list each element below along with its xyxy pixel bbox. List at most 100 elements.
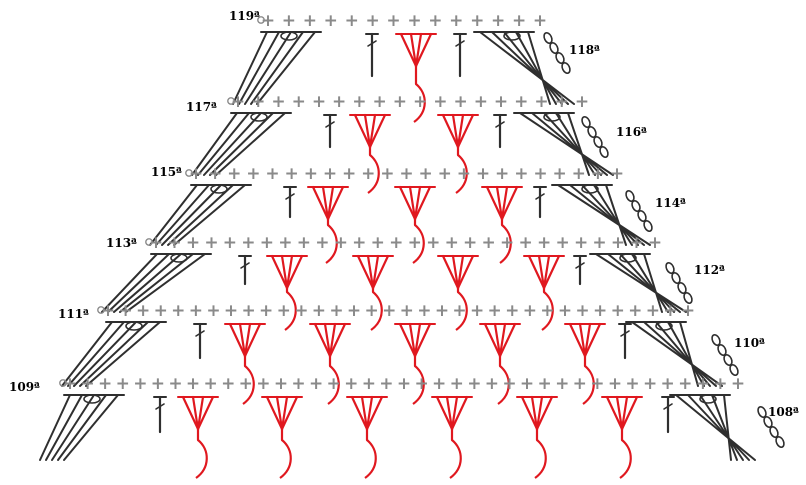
red-fan-hook [455,154,468,194]
treble-stitch [567,112,590,176]
treble-stitch [125,253,206,313]
treble-stitch [85,321,161,387]
sc-stitch: + [389,233,403,253]
treble-stitch [209,112,274,176]
sc-stitch: + [365,301,379,321]
chain-stitch [549,42,559,54]
red-fan-arm [535,395,544,431]
treble-stitch [479,31,575,105]
red-fan-arm [605,395,624,431]
sc-stitch: + [397,374,411,394]
red-fan-arm [441,113,460,149]
sc-stitch: + [246,164,260,184]
sc-stitch: + [538,374,552,394]
sc-stitch: + [221,374,235,394]
red-fan-arm [365,395,374,431]
treble-stitch [215,112,286,176]
sc-stitch: + [591,164,605,184]
sc-stitch: + [523,301,537,321]
red-fan-arm [408,185,417,221]
treble-slash [155,403,165,410]
treble-stitch [679,321,699,387]
red-fan-arm [409,32,418,68]
red-fan-arm [568,322,587,358]
sc-stitch: + [168,374,182,394]
chain-stitch [593,136,603,148]
sc-stitch: + [450,374,464,394]
treble-stitch [256,31,316,105]
sc-stitch: + [555,374,569,394]
treble-stitch [238,31,280,105]
treble-stitch [593,184,633,246]
treble-slash [535,193,545,200]
row-label-119: 119ª [229,9,260,23]
red-fan-arm [456,254,465,290]
sc-stitch: + [186,233,200,253]
red-fan-hook [412,365,425,405]
chain-stitch [723,354,733,366]
red-fan-arm [326,185,345,221]
treble-stitch [607,253,681,313]
sc-stitch: + [470,11,484,31]
sc-stitch: + [304,164,318,184]
sc-stitch: + [260,233,274,253]
red-fan-hook [582,365,595,405]
red-fan-arm [450,395,459,431]
chain-stitch-group [543,32,785,448]
sc-stitch: + [661,374,675,394]
red-fan-arm [265,395,284,431]
treble-stitch [232,31,268,105]
red-fan-arm [485,185,504,221]
sc-stitch: + [277,301,291,321]
red-fan-hook [242,365,255,405]
sc-stitch: + [362,374,376,394]
sc-stitch: + [261,11,275,31]
treble-stitch [619,253,675,313]
treble-stitch [51,394,95,461]
row-label-116: 116ª [616,125,647,139]
sc-stitch: + [417,301,431,321]
sc-stitch: + [419,164,433,184]
red-fan-hook [497,365,510,405]
red-fan-arm [238,322,247,358]
treble-stitch [555,112,596,176]
treble-stitch [631,253,669,313]
sc-stitch: + [494,92,508,112]
treble-stitch [655,321,711,387]
red-fan-hook [367,154,380,194]
red-fan-arm [620,395,639,431]
sc-stitch: + [646,301,660,321]
sc-stitch: + [231,92,245,112]
sc-stitch: + [171,301,185,321]
red-fan-hook [370,291,383,331]
red-fan-hook [455,291,468,331]
treble-slash [455,40,465,47]
sc-stitch: + [393,92,407,112]
sc-stitch: + [80,374,94,394]
chain-stitch [561,62,571,74]
sc-stitch: + [323,164,337,184]
sc-stitch: + [223,233,237,253]
treble-stitch [73,321,137,387]
treble-stitch [203,112,262,176]
row-label-112: 112ª [694,263,725,277]
sc-stitch: + [167,233,181,253]
red-fan-hook [413,83,426,123]
treble-stitch [57,394,107,461]
red-fan-group [177,32,643,479]
sc-stitch: + [352,92,366,112]
treble-stitch [101,253,158,313]
treble-stitch [643,253,663,313]
red-fan-arm [366,254,375,290]
sc-stitch: + [520,374,534,394]
chain-stitch [631,200,641,212]
sc-stitch: + [575,301,589,321]
red-fan-arm [500,185,519,221]
treble-slash [575,262,585,269]
sc-stitch: + [611,301,625,321]
sc-stitch: + [278,233,292,253]
red-fan-hook [325,224,338,264]
sc-stitch: + [208,164,222,184]
sc-stitch: + [98,374,112,394]
sc-stitch: + [438,164,452,184]
